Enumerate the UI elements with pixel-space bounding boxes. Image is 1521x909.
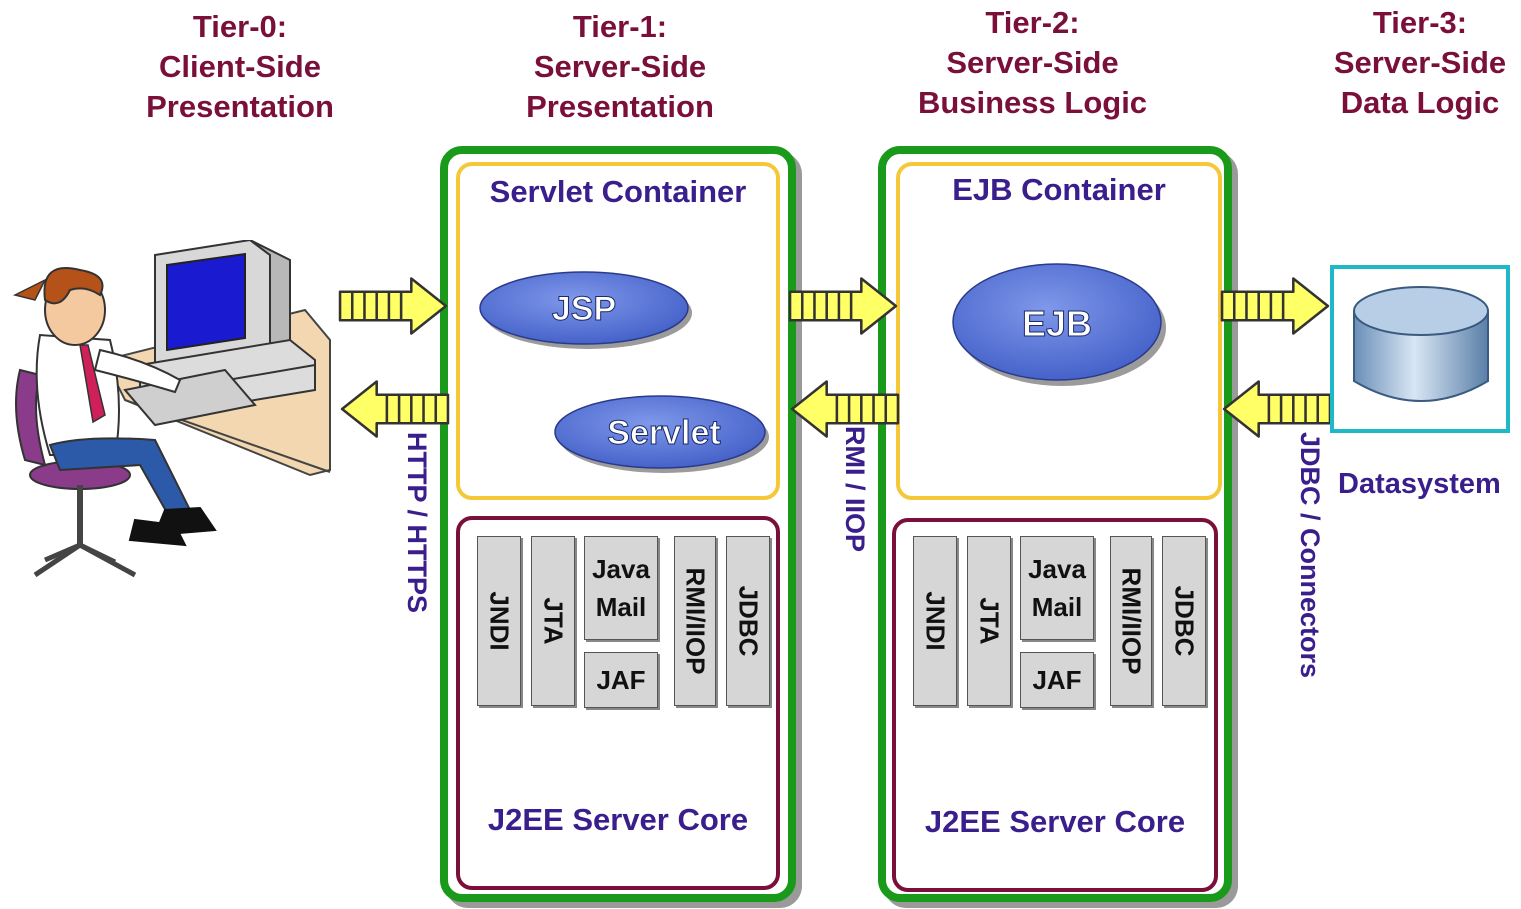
tier-2-role: Business Logic <box>917 85 1148 120</box>
datasystem-label: Datasystem <box>1338 468 1501 500</box>
tier-3-role: Data Logic <box>1340 85 1500 120</box>
jdbc-label: JDBC <box>733 585 764 657</box>
response-arrow-icon <box>1220 378 1332 440</box>
jta-label: JTA <box>974 597 1005 645</box>
tier-3-title: Tier-3: <box>1372 5 1468 40</box>
ejb-component: EJB <box>952 263 1166 386</box>
ejb-label: EJB <box>1022 303 1092 344</box>
servlet-container-title: Servlet Container <box>489 174 747 209</box>
datasystem-box <box>1330 265 1510 433</box>
tier-0-subtitle: Client-Side <box>159 49 321 84</box>
javamail-line-2: Mail <box>595 592 647 622</box>
rmi-iiop-label: RMI/IIOP <box>1116 567 1147 675</box>
tier-1-subtitle: Server-Side <box>533 49 707 84</box>
http-protocol-label: HTTP / HTTPS <box>402 432 432 614</box>
jsp-label: JSP <box>552 290 616 328</box>
tier-0-title: Tier-0: <box>192 9 288 44</box>
jaf-label: JAF <box>1032 665 1082 695</box>
tier-0-role: Presentation <box>146 89 334 124</box>
client-user-illustration <box>12 240 331 578</box>
tier-1-server-core: JNDI JTA Java Mail JAF RMI/IIOP JDBC J2E… <box>456 516 780 890</box>
jta-service: JTA <box>967 536 1011 706</box>
request-arrow-icon <box>1220 275 1332 337</box>
tier-0-label: Tier-0: Client-Side Presentation <box>110 7 370 127</box>
jndi-service: JNDI <box>477 536 521 706</box>
ejb-container-title: EJB Container <box>952 172 1166 207</box>
javamail-line-1: Java <box>592 554 650 584</box>
jaf-service: JAF <box>1020 652 1094 708</box>
tier-2-server-core: JNDI JTA Java Mail JAF RMI/IIOP JDBC J2E… <box>892 518 1218 892</box>
tier-2-label: Tier-2: Server-Side Business Logic <box>890 3 1175 123</box>
server-core-title: J2EE Server Core <box>487 802 749 837</box>
jaf-service: JAF <box>584 652 658 708</box>
jndi-label: JNDI <box>484 591 515 651</box>
jdbc-connectors-protocol-label: JDBC / Connectors <box>1295 432 1325 679</box>
javamail-service: Java Mail <box>584 536 658 640</box>
tier-3-label: Tier-3: Server-Side Data Logic <box>1310 3 1521 123</box>
javamail-label: Java Mail <box>585 550 657 626</box>
jndi-service: JNDI <box>913 536 957 706</box>
jaf-label: JAF <box>596 665 646 695</box>
javamail-line-1: Java <box>1028 554 1086 584</box>
tier-2-title: Tier-2: <box>985 5 1080 40</box>
request-arrow-icon <box>788 275 900 337</box>
jta-service: JTA <box>531 536 575 706</box>
jta-label: JTA <box>538 597 569 645</box>
rmi-iiop-service: RMI/IIOP <box>674 536 716 706</box>
jdbc-label: JDBC <box>1169 585 1200 657</box>
servlet-label: Servlet <box>607 414 720 452</box>
request-arrow-icon <box>338 275 450 337</box>
jndi-label: JNDI <box>920 591 951 651</box>
servlet-component: Servlet <box>554 395 769 473</box>
rmi-iiop-protocol-label: RMI / IIOP <box>840 426 870 553</box>
jsp-component: JSP <box>479 271 692 349</box>
rmi-iiop-service: RMI/IIOP <box>1110 536 1152 706</box>
response-arrow-icon <box>338 378 450 440</box>
jdbc-service: JDBC <box>1162 536 1206 706</box>
server-core-title: J2EE Server Core <box>924 804 1186 839</box>
javamail-line-2: Mail <box>1031 592 1083 622</box>
tier-1-title: Tier-1: <box>572 9 668 44</box>
database-icon <box>1353 286 1489 402</box>
javamail-service: Java Mail <box>1020 536 1094 640</box>
tier-1-role: Presentation <box>526 89 714 124</box>
javamail-label: Java Mail <box>1021 550 1093 626</box>
rmi-iiop-label: RMI/IIOP <box>680 567 711 675</box>
tier-1-label: Tier-1: Server-Side Presentation <box>490 7 750 127</box>
tier-2-subtitle: Server-Side <box>946 45 1119 80</box>
tier-3-subtitle: Server-Side <box>1333 45 1507 80</box>
jdbc-service: JDBC <box>726 536 770 706</box>
